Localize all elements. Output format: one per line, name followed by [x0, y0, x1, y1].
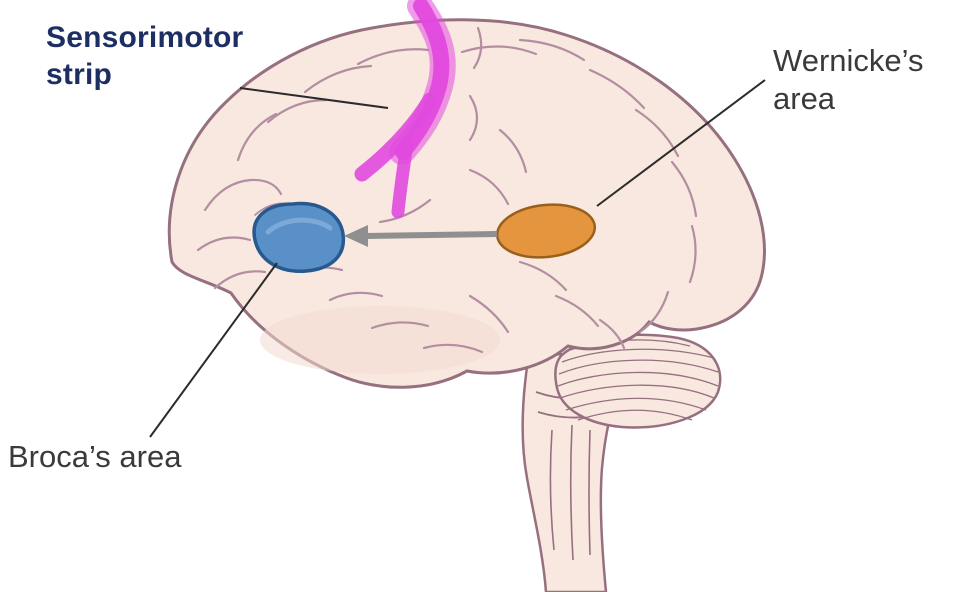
brainstem-contour [588, 429, 591, 556]
cerebellum [554, 333, 722, 429]
wernicke-area-region [495, 203, 597, 259]
label-pointer-lines [149, 79, 766, 438]
arrow-shaft [363, 231, 498, 239]
cerebellum-outline [554, 333, 722, 429]
cerebellum-striations [557, 339, 719, 421]
cerebrum [167, 18, 766, 389]
sensorimotor-strip-region [354, 0, 456, 219]
sensorimotor-strip-label: Sensorimotor strip [46, 21, 244, 91]
sensorimotor-strip-main [395, 0, 450, 160]
brainstem-contour [569, 424, 574, 561]
broca-blob [252, 201, 346, 273]
cerebrum-outline [167, 18, 766, 389]
brainstem-contour [549, 429, 555, 551]
sensorimotor-strip-branch-left [354, 92, 438, 182]
sensorimotor-strip-branch-down [391, 135, 414, 219]
broca-area-region [252, 201, 346, 273]
broca-area-label: Broca’s area [8, 439, 182, 474]
sensorimotor-pointer-line [239, 87, 389, 109]
wernicke-to-broca-arrow [344, 225, 498, 247]
wernicke-pointer-line [596, 79, 766, 207]
broca-pointer-line [149, 262, 278, 438]
temporal-shade [260, 306, 500, 374]
broca-highlight [265, 217, 333, 235]
wernicke-area-label: Wernicke’s area [773, 43, 924, 116]
arrow-head [344, 225, 368, 247]
brain-sulci [196, 26, 698, 354]
